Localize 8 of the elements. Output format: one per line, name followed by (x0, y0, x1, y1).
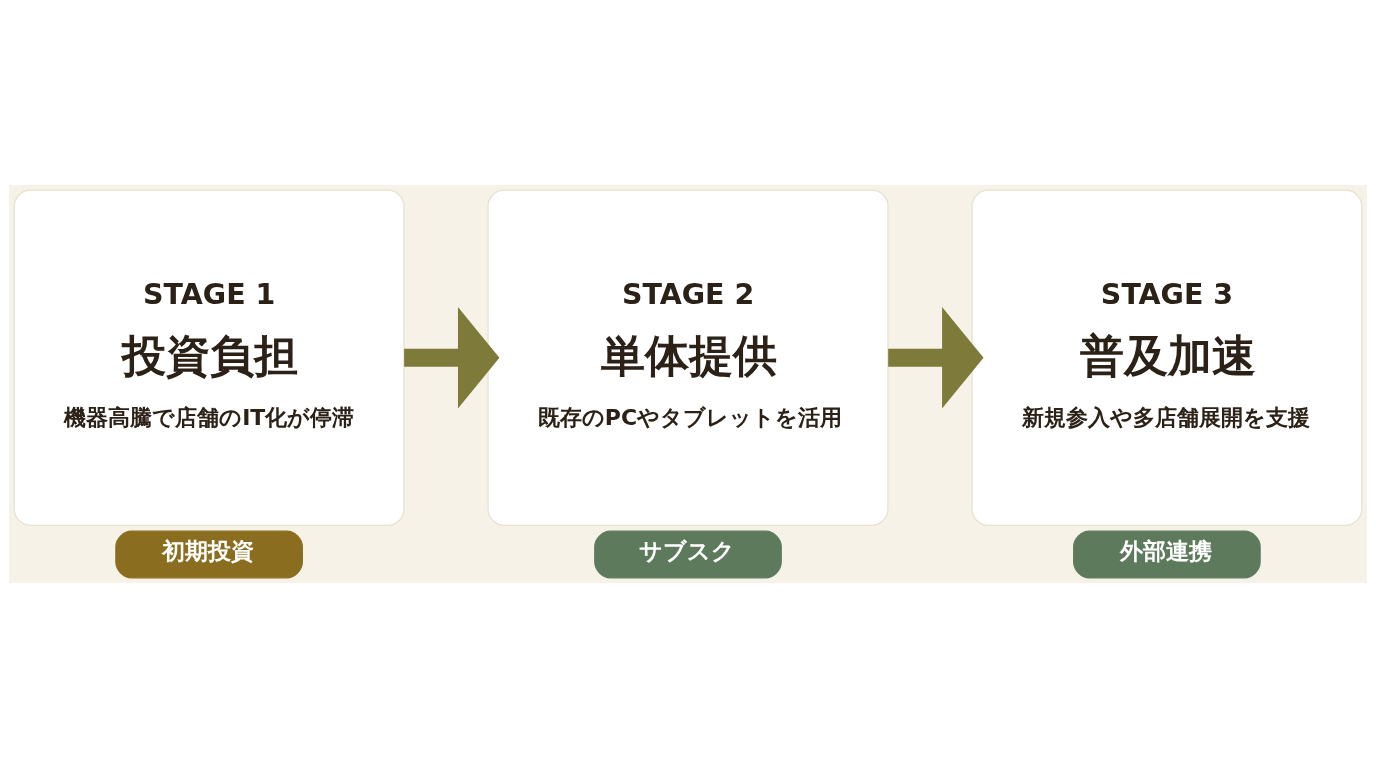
node-box: STAGE 3 普及加速 新規参入や多店舗展開を支援 (971, 189, 1363, 527)
node-box: STAGE 1 投資負担 機器高騰で店舗のIT化が停滞 (13, 189, 405, 527)
node-box: 外部連携 (1073, 530, 1261, 579)
arrow (888, 307, 984, 409)
node-box: 初期投資 (115, 530, 303, 579)
node-box: サブスク (594, 530, 782, 579)
arrow (404, 307, 500, 409)
node-box: STAGE 2 単体提供 既存のPCやタブレットを活用 (487, 189, 889, 527)
